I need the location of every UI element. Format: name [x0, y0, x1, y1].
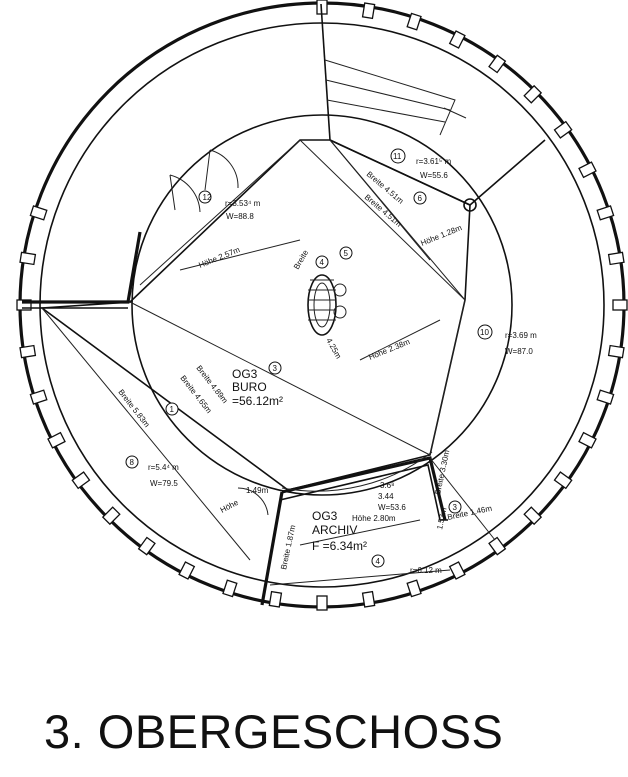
- dim-len-small: 1.49m: [246, 486, 269, 495]
- dim-r-top-left: r=3.53⁴ m: [225, 199, 261, 208]
- buttress: [47, 431, 66, 449]
- svg-text:11: 11: [393, 152, 402, 161]
- dim-w-top-left: W=88.8: [226, 212, 254, 221]
- svg-text:12: 12: [203, 193, 212, 202]
- buttress: [596, 205, 615, 221]
- floor-title: 3. OBERGESCHOSS: [44, 705, 504, 758]
- buttress: [178, 561, 196, 580]
- buttress: [101, 506, 121, 526]
- marker-3b: 3: [448, 500, 462, 514]
- marker-10: 10: [477, 324, 493, 340]
- dim-hoehe-archiv: Höhe 2.80m: [352, 514, 396, 523]
- svg-text:3: 3: [453, 503, 458, 512]
- buttress: [596, 389, 615, 405]
- inner-wall: [131, 114, 513, 496]
- buttress-group: [16, 0, 628, 611]
- dim-r-left: r=5.4⁴ m: [148, 463, 179, 472]
- svg-text:4: 4: [320, 258, 325, 267]
- outer-wall-inner-line: [39, 22, 605, 588]
- buttress: [137, 536, 156, 556]
- dim-breite-mini: Breite: [292, 248, 311, 271]
- dim-hoehe-small: Höhe: [219, 498, 241, 515]
- svg-text:3: 3: [273, 364, 278, 373]
- buttress: [523, 506, 543, 526]
- dim-r-right: r=3.69 m: [505, 331, 537, 340]
- buttress: [578, 161, 597, 179]
- buttress: [607, 251, 625, 266]
- dim-mini-a: 3.6⁸: [380, 481, 395, 490]
- dim-w-right: W=87.0: [505, 347, 533, 356]
- buttress: [448, 30, 466, 49]
- buttress: [29, 389, 48, 405]
- dim-len-center: 4.25m: [324, 337, 343, 361]
- marker-11: 11: [390, 148, 406, 164]
- buttress: [553, 471, 573, 490]
- archiv-area: F =6.34m²: [312, 539, 367, 553]
- marker-4b: 4: [371, 554, 385, 568]
- svg-text:6: 6: [418, 194, 423, 203]
- buttress: [222, 579, 238, 598]
- marker-1: 1: [165, 402, 179, 416]
- marker-5: 5: [339, 246, 353, 260]
- marker-3: 3: [268, 361, 282, 375]
- dim-breite-archiv: Breite 1.87m: [279, 524, 297, 571]
- archiv-room-outline: [260, 451, 496, 606]
- spiral-stair-icon: [307, 274, 347, 336]
- buttress: [488, 536, 507, 556]
- marker-2: 12: [198, 190, 212, 204]
- door-arcs: [169, 149, 239, 213]
- svg-text:4: 4: [376, 557, 381, 566]
- dim-hoehe-top-left: Höhe 2.57m: [197, 245, 241, 270]
- svg-text:1: 1: [170, 405, 175, 414]
- svg-text:8: 8: [130, 458, 135, 467]
- buttress: [612, 299, 628, 311]
- dim-mini-b: 3.44: [378, 492, 394, 501]
- marker-8: 8: [125, 455, 139, 469]
- dim-hoehe-right: Höhe 1.28m: [419, 223, 463, 248]
- measure-lines: [41, 139, 466, 561]
- archiv-name: ARCHIV: [312, 523, 357, 537]
- buttress: [19, 344, 37, 359]
- buttress: [19, 251, 37, 266]
- buttress: [71, 471, 91, 490]
- dim-r-bottom: r=6.12 m: [410, 566, 442, 575]
- buttress: [448, 561, 466, 580]
- dim-breite-right-vert: Breite 3.30m: [433, 449, 451, 496]
- buero-code: OG3: [232, 367, 258, 381]
- buttress: [523, 84, 543, 104]
- buttress: [553, 120, 573, 139]
- svg-text:5: 5: [344, 249, 349, 258]
- buttress: [361, 2, 376, 20]
- buttress: [268, 590, 283, 608]
- buttress: [316, 595, 328, 611]
- buttress: [29, 205, 48, 221]
- small-door-arc: [237, 487, 269, 516]
- buttress: [607, 344, 625, 359]
- buttress: [406, 579, 422, 598]
- svg-text:10: 10: [480, 328, 489, 337]
- buttress: [406, 12, 422, 31]
- dim-w-top-right: W=55.6: [420, 171, 448, 180]
- dim-hoehe-center: Höhe 2.38m: [367, 337, 411, 362]
- marker-6: 6: [413, 191, 427, 205]
- buero-area: =56.12m²: [232, 394, 283, 408]
- marker-4: 4: [315, 255, 329, 269]
- buttress: [488, 54, 507, 74]
- dim-mini-c: W=53.6: [378, 503, 406, 512]
- buero-name: BURO: [232, 380, 267, 394]
- buero-room-outline: [39, 139, 471, 491]
- dim-w-left: W=79.5: [150, 479, 178, 488]
- buttress: [578, 431, 597, 449]
- archiv-code: OG3: [312, 509, 338, 523]
- buttress: [361, 590, 376, 608]
- dim-breite-left: Breite 5.83m: [116, 388, 151, 430]
- dim-r-top-right: r=3.61⁵ m: [416, 157, 451, 166]
